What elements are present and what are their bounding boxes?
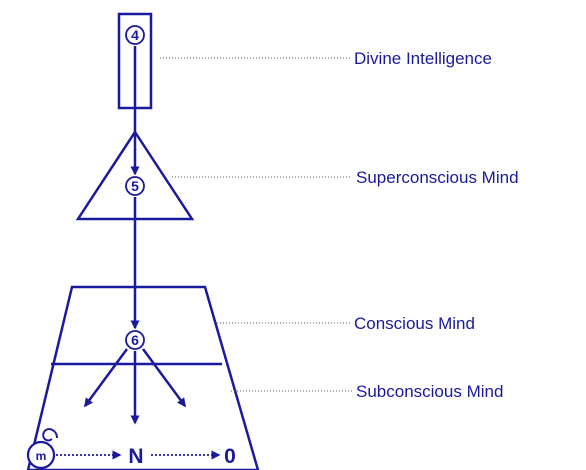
arrow-6-right [141, 348, 187, 408]
label-divine-intelligence: Divine Intelligence [354, 49, 492, 68]
arrow-6-left [83, 348, 129, 408]
node-6-label: 6 [131, 332, 139, 348]
label-conscious-mind: Conscious Mind [354, 314, 475, 333]
label-superconscious-mind: Superconscious Mind [356, 168, 519, 187]
node-4-circle [125, 25, 145, 45]
m-circle [26, 440, 56, 470]
m-spiral-icon [42, 428, 58, 442]
mind-trapezoid [26, 285, 260, 470]
node-n-label: N [128, 445, 143, 468]
node-5-circle [125, 176, 145, 196]
node-0-label: 0 [224, 445, 236, 468]
node-4-label: 4 [131, 27, 139, 43]
node-5-label: 5 [131, 178, 139, 194]
node-6-circle [125, 330, 145, 350]
label-subconscious-mind: Subconscious Mind [356, 382, 503, 401]
m-label: m [36, 449, 47, 463]
